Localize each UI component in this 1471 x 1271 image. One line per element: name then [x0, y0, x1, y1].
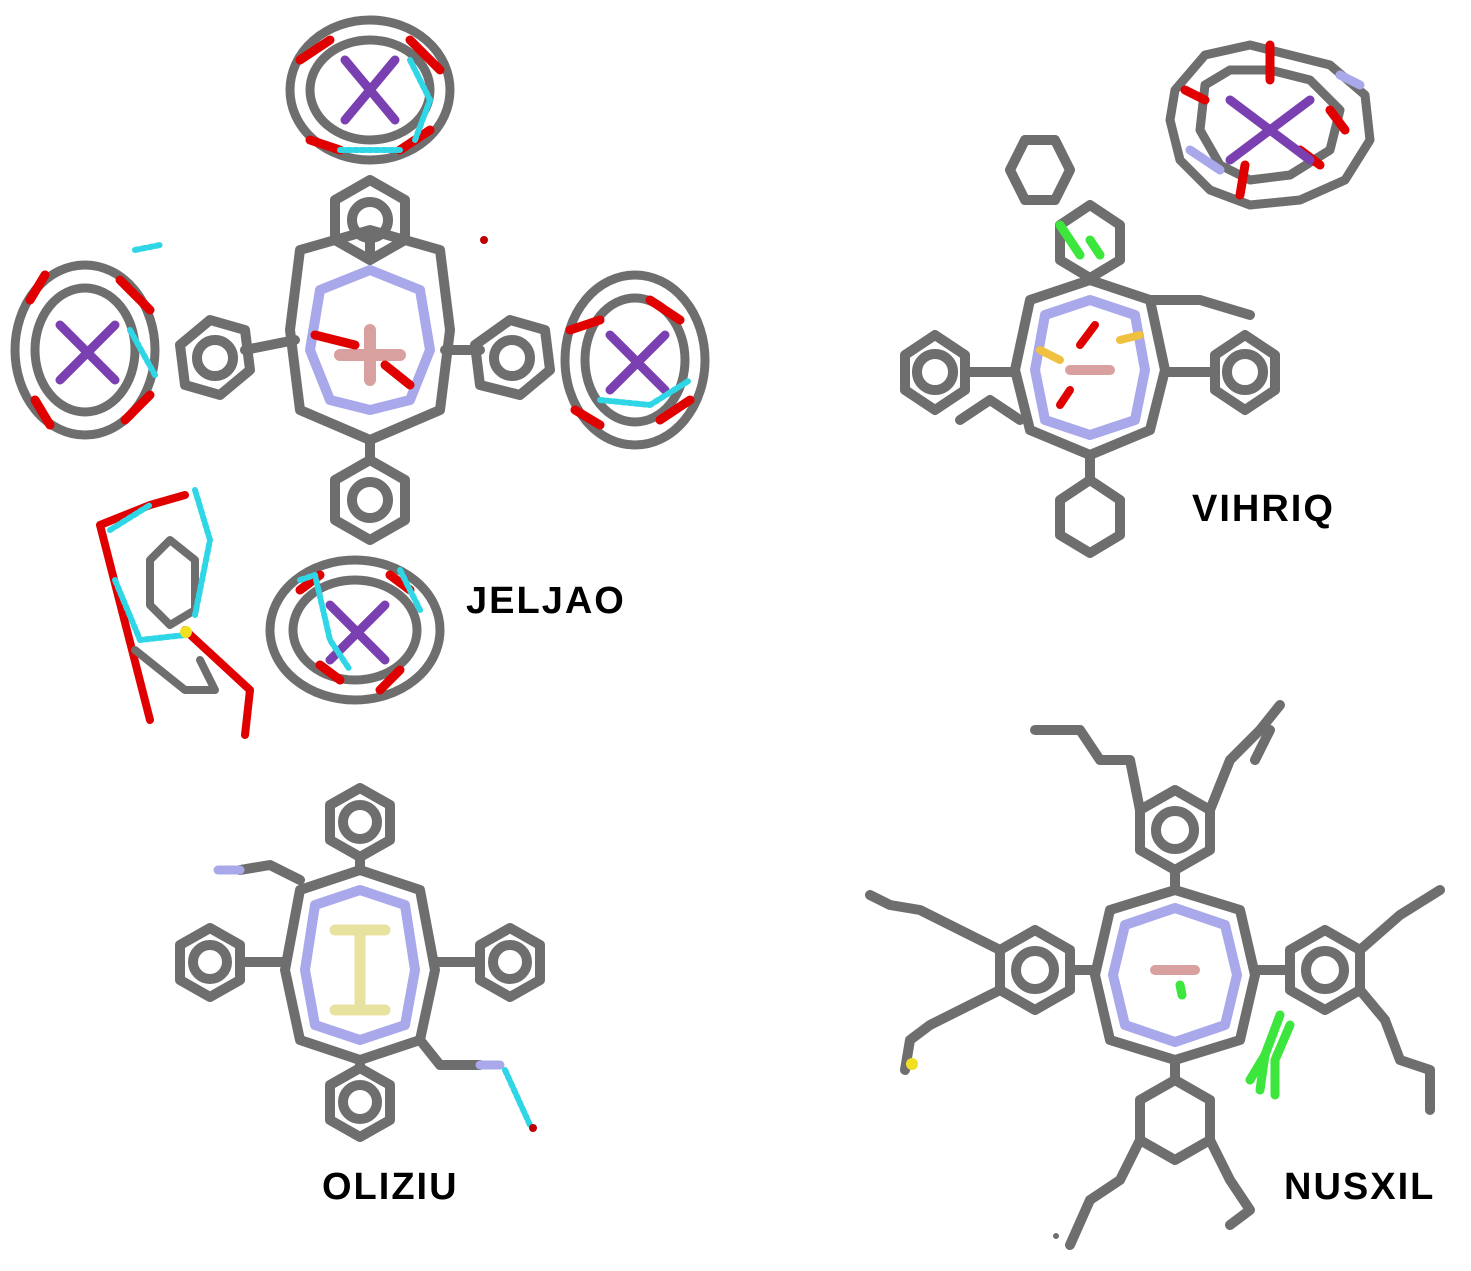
jeljao-crown-top: [285, 15, 455, 165]
nusxil-label: NUSXIL: [1284, 1166, 1436, 1208]
jeljao-solvent: [96, 487, 254, 739]
nusxil-chlorinated-solvent: [1245, 1010, 1295, 1100]
oliziu-structure: [175, 783, 545, 1142]
vihriq-cryptand: [1165, 40, 1375, 210]
jeljao-water-oxygen: [480, 236, 488, 244]
vihriq-structure: [900, 40, 1375, 558]
oliziu-silicon-center: [329, 924, 391, 1016]
jeljao-crown-right: [560, 270, 710, 450]
oliziu-label: OLIZIU: [322, 1166, 459, 1208]
jeljao-label: JELJAO: [466, 580, 626, 622]
jeljao-structure: [10, 15, 710, 739]
vihriq-label: VIHRIQ: [1192, 488, 1335, 530]
jeljao-core: [175, 175, 555, 545]
jeljao-sulfur-atom: [180, 626, 192, 638]
nusxil-structure: [865, 700, 1445, 1250]
jeljao-crown-left: [10, 242, 163, 440]
nusxil-core: [865, 700, 1445, 1250]
oliziu-core: [175, 783, 545, 1142]
vihriq-core: [900, 135, 1280, 558]
jeljao-metal-center: [334, 324, 406, 386]
jeljao-crown-bottom: [265, 555, 445, 705]
